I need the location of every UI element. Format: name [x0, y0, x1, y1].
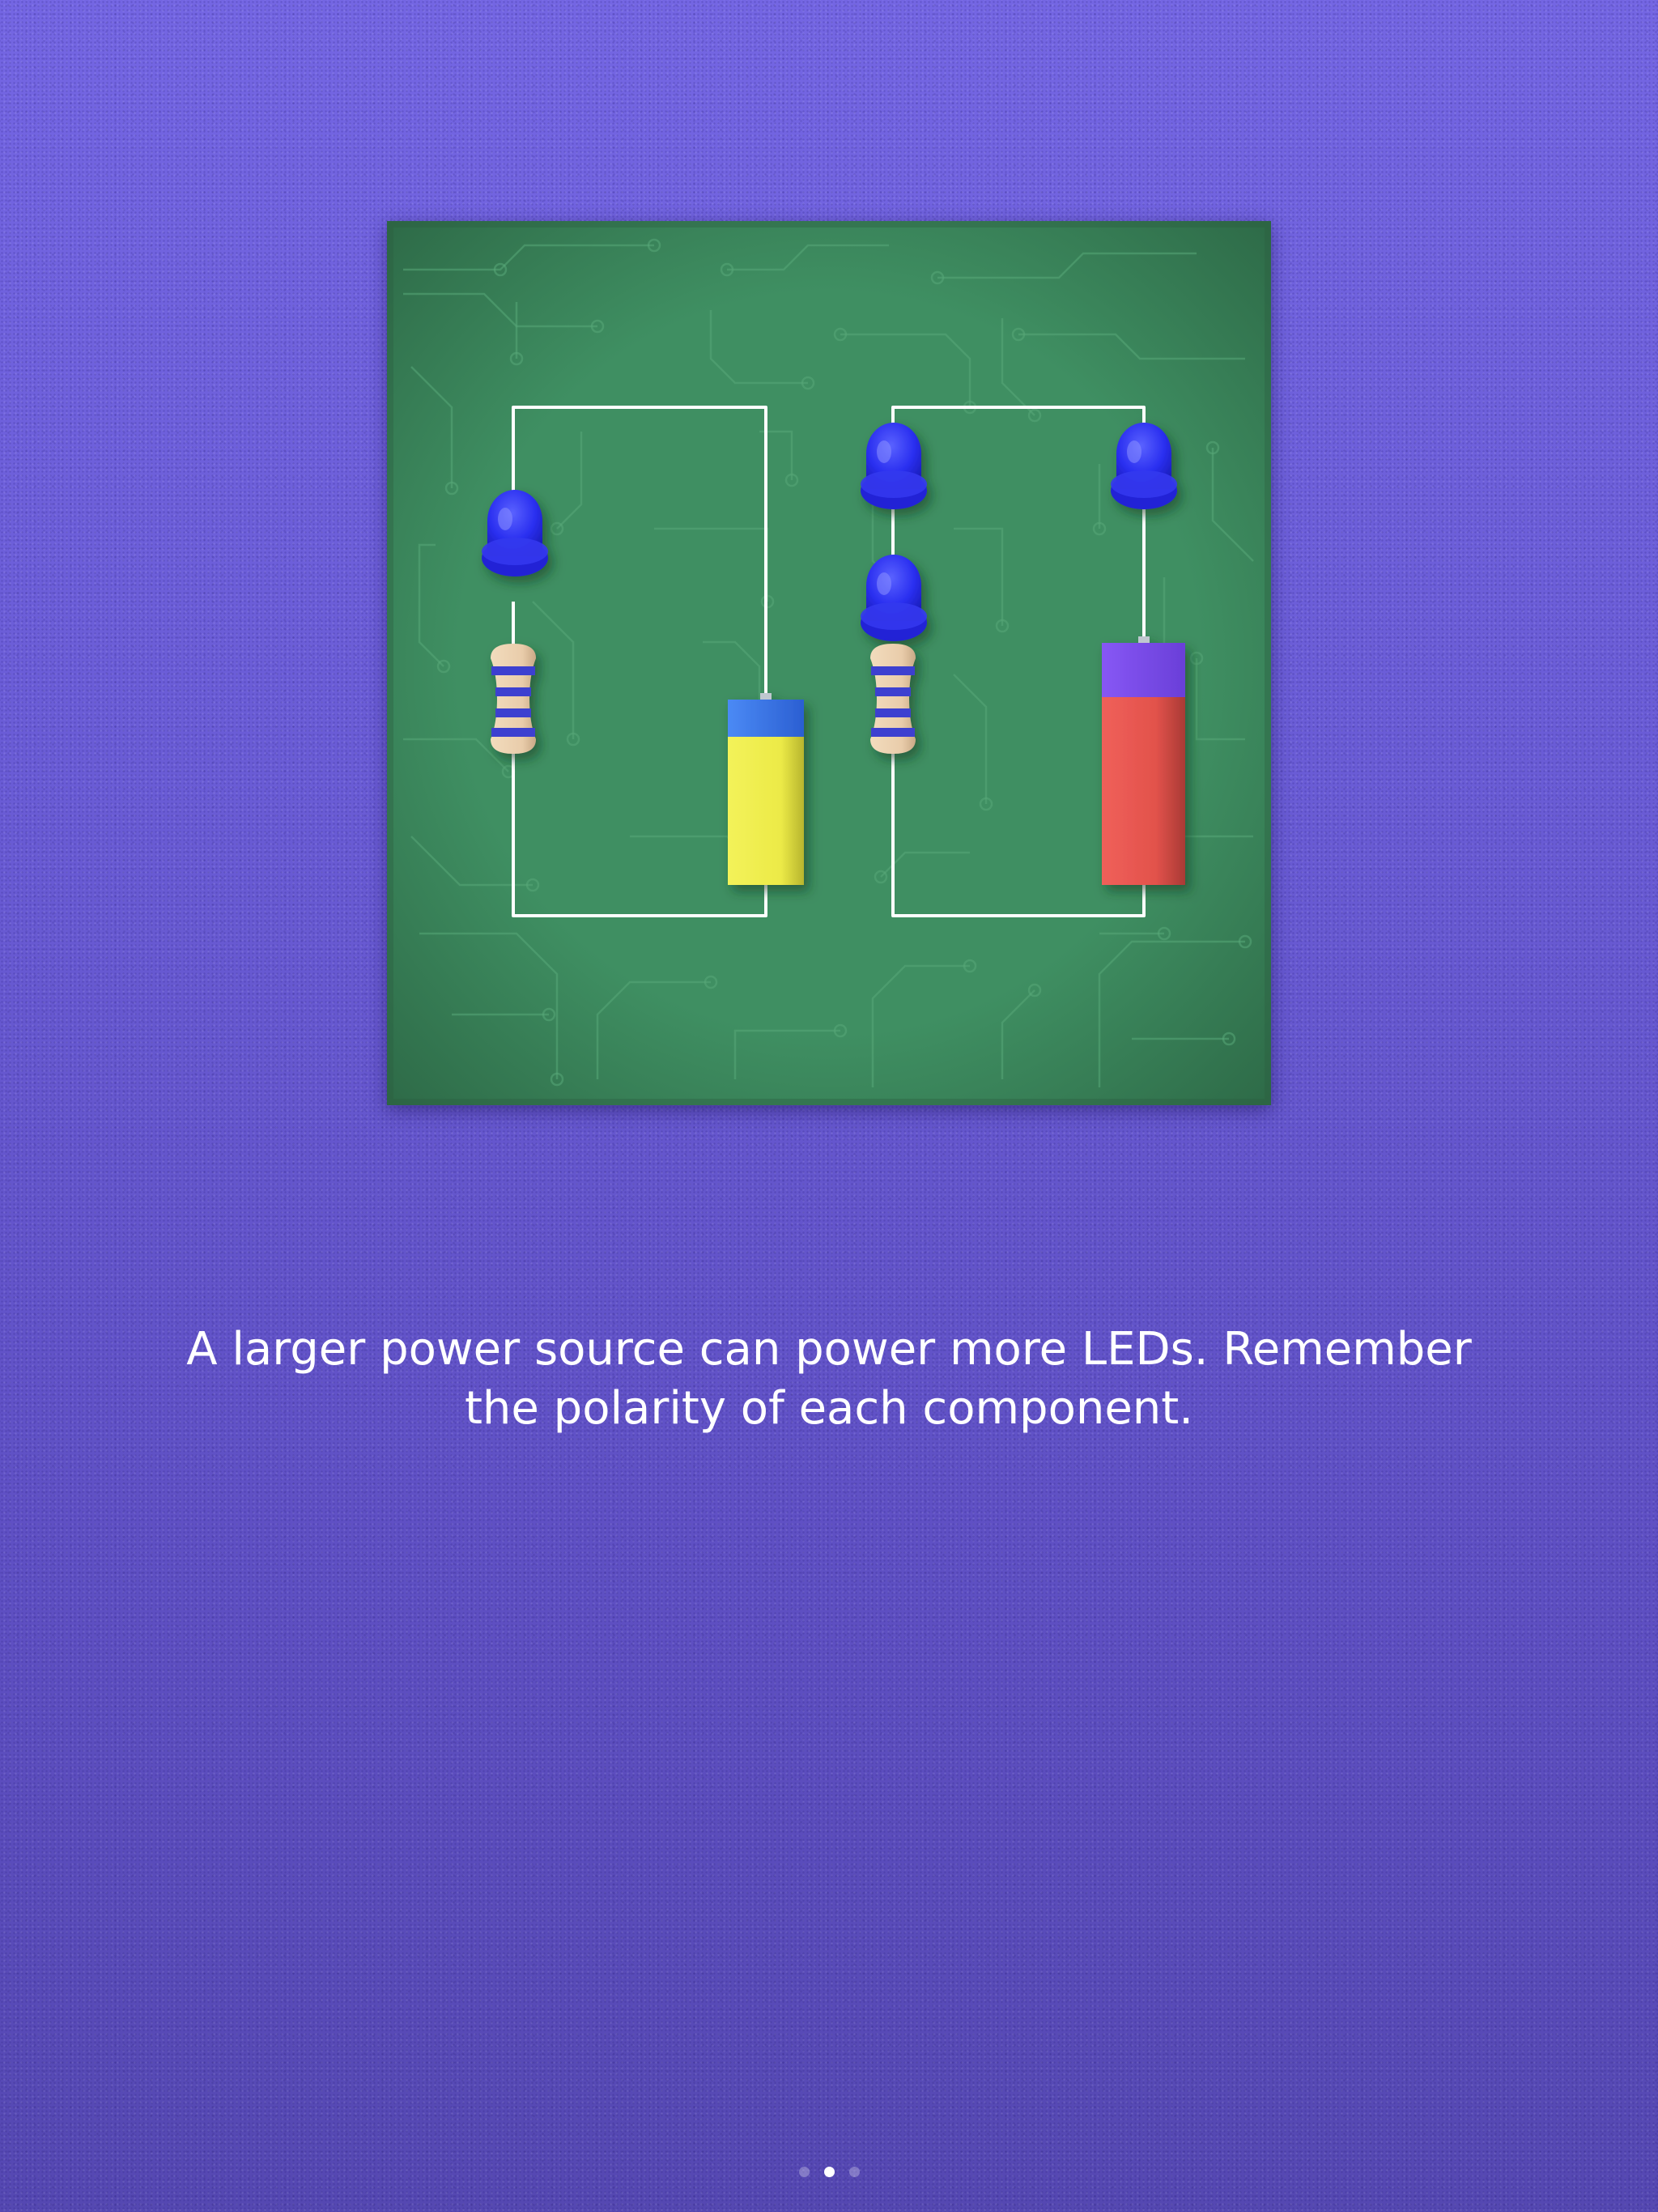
page-dot-1[interactable]: [798, 2166, 810, 2177]
page-indicator[interactable]: [789, 2163, 869, 2180]
led-right-middle: [861, 555, 927, 641]
page-dot-3[interactable]: [848, 2166, 860, 2177]
tutorial-caption: A larger power source can power more LED…: [186, 1323, 1472, 1435]
led-left: [482, 490, 548, 576]
battery-small-yellow: [728, 693, 804, 885]
circuit-board-illustration: [387, 221, 1271, 1105]
led-right-top-left: [861, 423, 927, 509]
led-right-top-right: [1111, 423, 1177, 509]
resistor-right: [870, 644, 916, 754]
resistor-left: [491, 644, 536, 754]
page-dot-2-active[interactable]: [823, 2166, 835, 2177]
battery-large-red: [1102, 636, 1185, 885]
circuit-wires: [512, 406, 1146, 917]
